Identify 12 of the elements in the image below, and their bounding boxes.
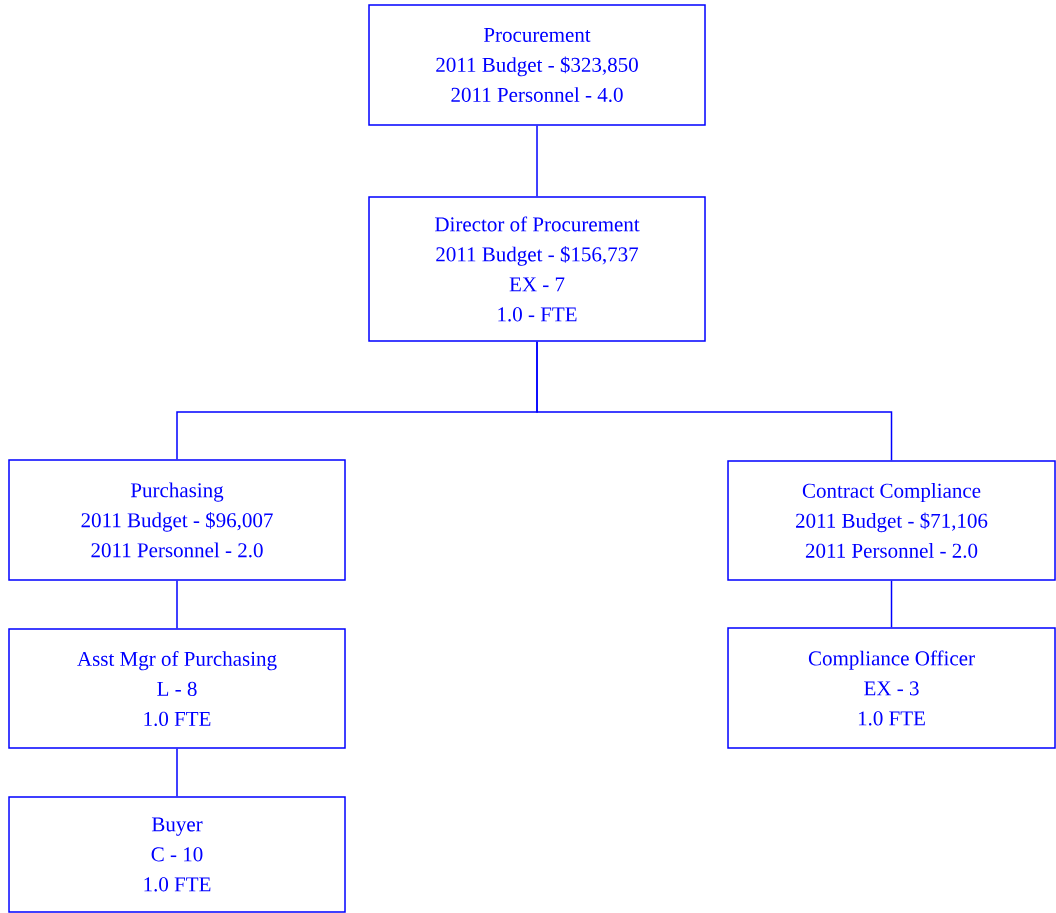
org-box: Asst Mgr of Purchasing L - 8 1.0 FTE	[8, 628, 346, 749]
connector-line	[176, 748, 178, 797]
connector-line	[890, 580, 893, 628]
org-box: Procurement 2011 Budget - $323,850 2011 Personnel - 4.0	[368, 4, 706, 126]
org-box: Contract Compliance 2011 Budget - $71,106 2011 Personnel - 2.0	[727, 460, 1056, 581]
connector-line	[536, 125, 538, 197]
org-box: Director of Procurement 2011 Budget - $156,737 EX - 7 1.0 - FTE	[368, 196, 706, 342]
connector-line	[176, 580, 178, 629]
org-box: Buyer C - 10 1.0 FTE	[8, 796, 346, 913]
org-box: Compliance Officer EX - 3 1.0 FTE	[727, 627, 1056, 749]
org-box: Purchasing 2011 Budget - $96,007 2011 Personnel - 2.0	[8, 459, 346, 581]
connector-line	[536, 341, 893, 461]
